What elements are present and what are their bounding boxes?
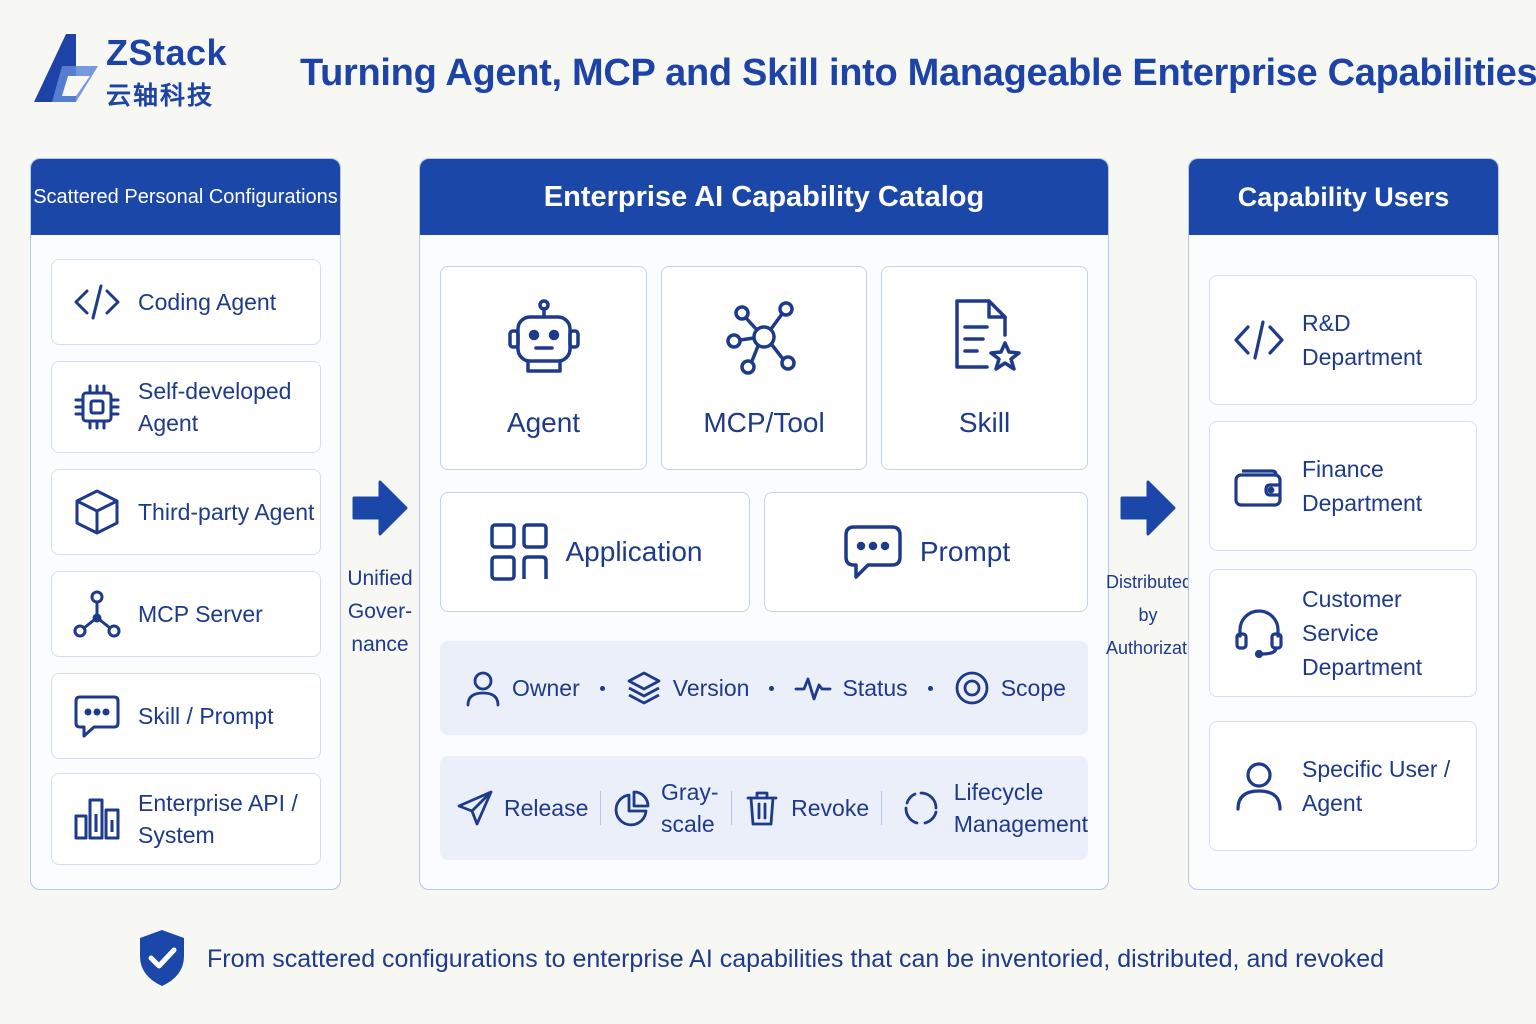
brand-name-en: ZStack [106,32,228,73]
user-item-label: Specific User / Agent [1302,756,1451,816]
right-panel-title: Capability Users [1189,159,1498,235]
action-gray-scale[interactable]: Gray-scale [613,776,719,840]
attribute-label: Scope [1000,675,1066,701]
list-item-label: MCP Server [138,601,263,627]
brand-logo: ZStack 云轴科技 [32,30,232,110]
list-item-mcp-server[interactable]: MCP Server [51,571,321,657]
user-item-specific-user[interactable]: Specific User / Agent [1209,721,1477,851]
list-item-label: Enterprise API / System [138,790,298,848]
pulse-icon [795,677,832,701]
attribute-label: Status [842,675,908,701]
catalog-panel: Enterprise AI Capability Catalog Agent M… [419,158,1109,890]
pie-icon [614,790,650,827]
attribute-label: Version [672,675,750,701]
catalog-card-skill[interactable]: Skill [881,266,1088,470]
catalog-card-label: Prompt [919,536,1011,567]
brand-name-cn: 云轴科技 [106,82,215,110]
send-icon [457,790,493,826]
code-icon [1234,320,1284,360]
arrow-right-icon [352,480,408,536]
robot-icon [507,299,580,373]
page-title: Turning Agent, MCP and Skill into Manage… [300,52,1536,94]
attribute-status[interactable]: Status [794,669,908,707]
action-label: Lifecycle Management [953,779,1088,837]
user-item-customer-service[interactable]: Customer Service Department [1209,569,1477,697]
list-item-self-developed-agent[interactable]: Self-developed Agent [51,361,321,453]
catalog-card-label: Application [565,536,703,567]
trash-icon [746,791,778,826]
attribute-owner[interactable]: Owner [464,669,580,707]
separator-dot [927,685,933,691]
governance-arrow: Unified Gover- nance [345,478,415,661]
governance-label: Unified Gover- nance [347,567,413,656]
network-icon [72,589,122,639]
bar-chart-icon [72,794,122,844]
right-panel: Capability Users R&D Department Finance … [1188,158,1499,890]
action-label: Revoke [791,795,870,821]
separator-line [881,791,882,825]
cycle-icon [904,791,938,825]
catalog-title: Enterprise AI Capability Catalog [420,159,1108,235]
catalog-card-label: MCP/Tool [703,407,825,438]
user-item-rd[interactable]: R&D Department [1209,275,1477,405]
hub-icon [726,301,796,375]
grid-icon [489,523,548,581]
action-label: Gray-scale [661,779,719,837]
target-icon [955,671,989,705]
list-item-third-party-agent[interactable]: Third-party Agent [51,469,321,555]
code-icon [72,277,122,327]
separator-line [600,791,602,825]
action-strip: Release Gray-scale Revoke Lifecycle Mana… [440,756,1088,860]
separator-dot [769,685,775,691]
cube-icon [72,487,122,537]
user-item-label: Finance Department [1302,456,1423,516]
shield-check-icon [140,930,184,986]
document-star-icon [954,299,1021,371]
action-lifecycle[interactable]: Lifecycle Management [902,776,1088,840]
list-item-label: Self-developed Agent [138,378,292,436]
user-item-finance[interactable]: Finance Department [1209,421,1477,551]
attribute-label: Owner [512,675,580,701]
wallet-icon [1234,469,1282,507]
user-icon [466,671,500,707]
headset-icon [1235,609,1283,659]
list-item-coding-agent[interactable]: Coding Agent [51,259,321,345]
left-panel-title: Scattered Personal Configurations [31,159,340,235]
distribution-arrow: Distributed by Authorization [1106,478,1212,665]
user-item-label: Customer Service Department [1302,586,1423,680]
zstack-logo-icon [34,34,98,102]
distribution-label: Distributed by Authorization [1106,572,1212,658]
user-item-label: R&D Department [1302,310,1423,370]
action-label: Release [504,795,589,821]
catalog-card-mcp-tool[interactable]: MCP/Tool [661,266,867,470]
catalog-card-prompt[interactable]: Prompt [764,492,1088,612]
footer-text: From scattered configurations to enterpr… [207,945,1385,973]
action-release[interactable]: Release [456,789,588,827]
user-icon [1236,762,1282,811]
attribute-strip: Owner Version Status Scope [440,641,1088,735]
catalog-card-label: Skill [958,407,1011,438]
chat-icon [844,525,902,579]
catalog-card-application[interactable]: Application [440,492,750,612]
list-item-enterprise-api[interactable]: Enterprise API / System [51,773,321,865]
list-item-label: Coding Agent [138,289,277,315]
list-item-label: Skill / Prompt [138,703,274,729]
arrow-right-icon [1120,480,1176,536]
list-item-label: Third-party Agent [138,499,315,525]
attribute-version[interactable]: Version [625,669,750,707]
separator-line [730,791,732,825]
chat-icon [72,691,122,741]
catalog-card-label: Agent [506,407,581,438]
action-revoke[interactable]: Revoke [743,789,869,827]
chip-icon [72,382,122,432]
separator-dot [599,685,605,691]
layers-icon [627,671,661,705]
left-panel: Scattered Personal Configurations Coding… [30,158,341,890]
list-item-skill-prompt[interactable]: Skill / Prompt [51,673,321,759]
catalog-card-agent[interactable]: Agent [440,266,647,470]
attribute-scope[interactable]: Scope [953,669,1066,707]
